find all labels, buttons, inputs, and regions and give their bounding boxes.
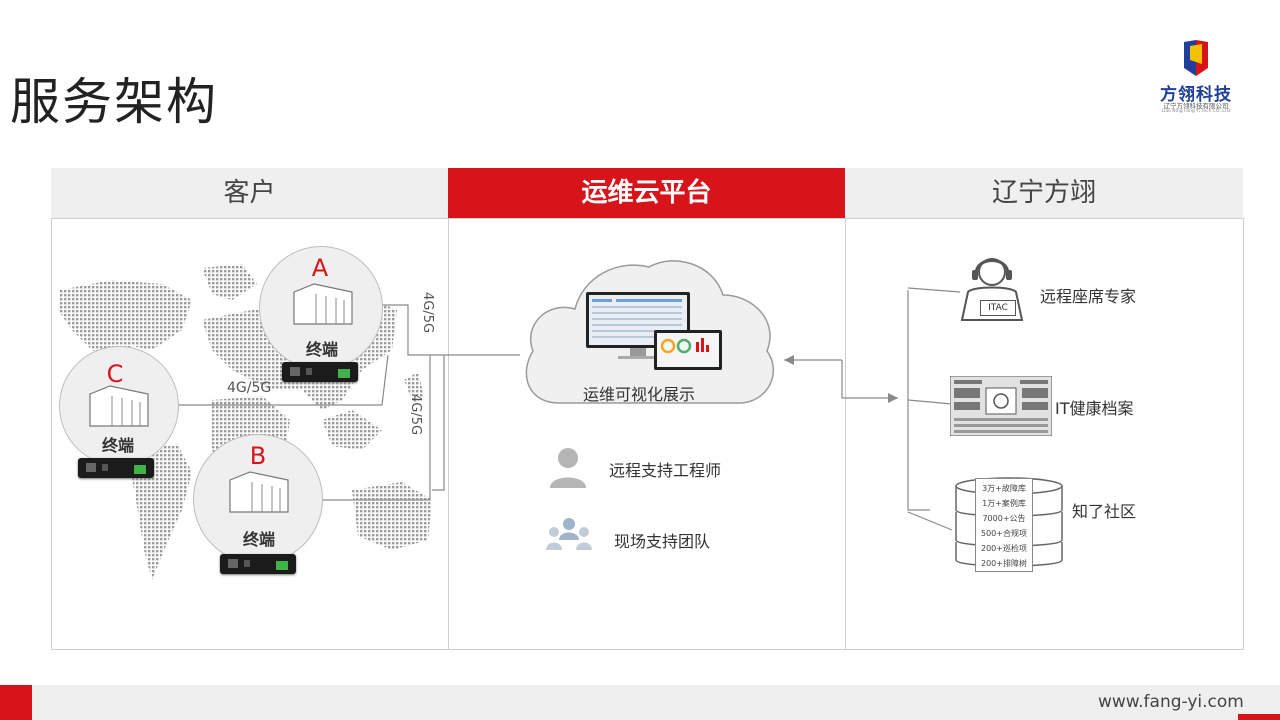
building-icon <box>293 283 353 325</box>
person-icon <box>550 448 586 488</box>
terminal-a-label: 终端 <box>305 340 338 359</box>
dashboard-icon <box>950 376 1052 436</box>
link-label-b: 4G/5G <box>408 394 423 436</box>
terminal-a-letter: A <box>311 254 329 282</box>
customer-header: 客户 <box>51 168 448 218</box>
stack-item: 500+合规项 <box>981 529 1027 538</box>
team-icon <box>546 518 592 550</box>
logo-mark-icon <box>1184 40 1208 76</box>
footer-url[interactable]: www.fang-yi.com <box>1098 692 1244 712</box>
logo-company-en: Liao Ning Fang Yi Tech CO.,LTD <box>1161 109 1231 114</box>
provider-item-community: 知了社区 <box>1072 502 1137 521</box>
logo-name: 方翎科技 <box>1160 85 1232 105</box>
page-title: 服务架构 <box>10 73 218 131</box>
footer-accent-right <box>1238 714 1280 720</box>
monitor-dashboard-icon <box>586 292 722 370</box>
terminal-c-letter: C <box>106 360 124 388</box>
platform-header: 运维云平台 <box>448 168 845 218</box>
building-icon <box>229 471 289 513</box>
cloud-label: 运维可视化展示 <box>583 385 696 404</box>
stack-item: 1万+案例库 <box>982 499 1026 508</box>
company-logo: 方翎科技 辽宁方翎科技有限公司 Liao Ning Fang Yi Tech C… <box>1150 38 1242 122</box>
building-icon <box>89 385 149 427</box>
stack-item: 7000+公告 <box>982 514 1026 523</box>
logo-company-cn: 辽宁方翎科技有限公司 <box>1163 102 1229 110</box>
platform-item-engineer: 远程支持工程师 <box>609 461 722 480</box>
provider-header: 辽宁方翊 <box>845 168 1243 218</box>
provider-item-health-archive: IT健康档案 <box>1055 399 1134 418</box>
platform-item-team: 现场支持团队 <box>614 532 711 551</box>
footer-accent-left <box>0 685 32 720</box>
provider-item-experts: 远程座席专家 <box>1040 287 1137 306</box>
knowledge-stack: 3万+故障库 1万+案例库 7000+公告 500+合规项 200+巡检项 20… <box>975 478 1033 572</box>
footer-bar <box>0 685 1280 720</box>
gateway-device-icon <box>78 458 154 478</box>
stack-item: 3万+故障库 <box>982 484 1026 493</box>
itac-badge: ITAC <box>980 300 1016 316</box>
gateway-device-icon <box>282 362 358 382</box>
link-label-c: 4G/5G <box>227 380 272 396</box>
stack-item: 200+排障树 <box>981 559 1027 568</box>
link-label-a: 4G/5G <box>420 292 435 334</box>
terminal-c-label: 终端 <box>101 436 134 455</box>
terminal-b-letter: B <box>249 442 267 470</box>
stack-item: 200+巡检项 <box>981 544 1027 553</box>
gateway-device-icon <box>220 554 296 574</box>
terminal-b-label: 终端 <box>242 530 275 549</box>
